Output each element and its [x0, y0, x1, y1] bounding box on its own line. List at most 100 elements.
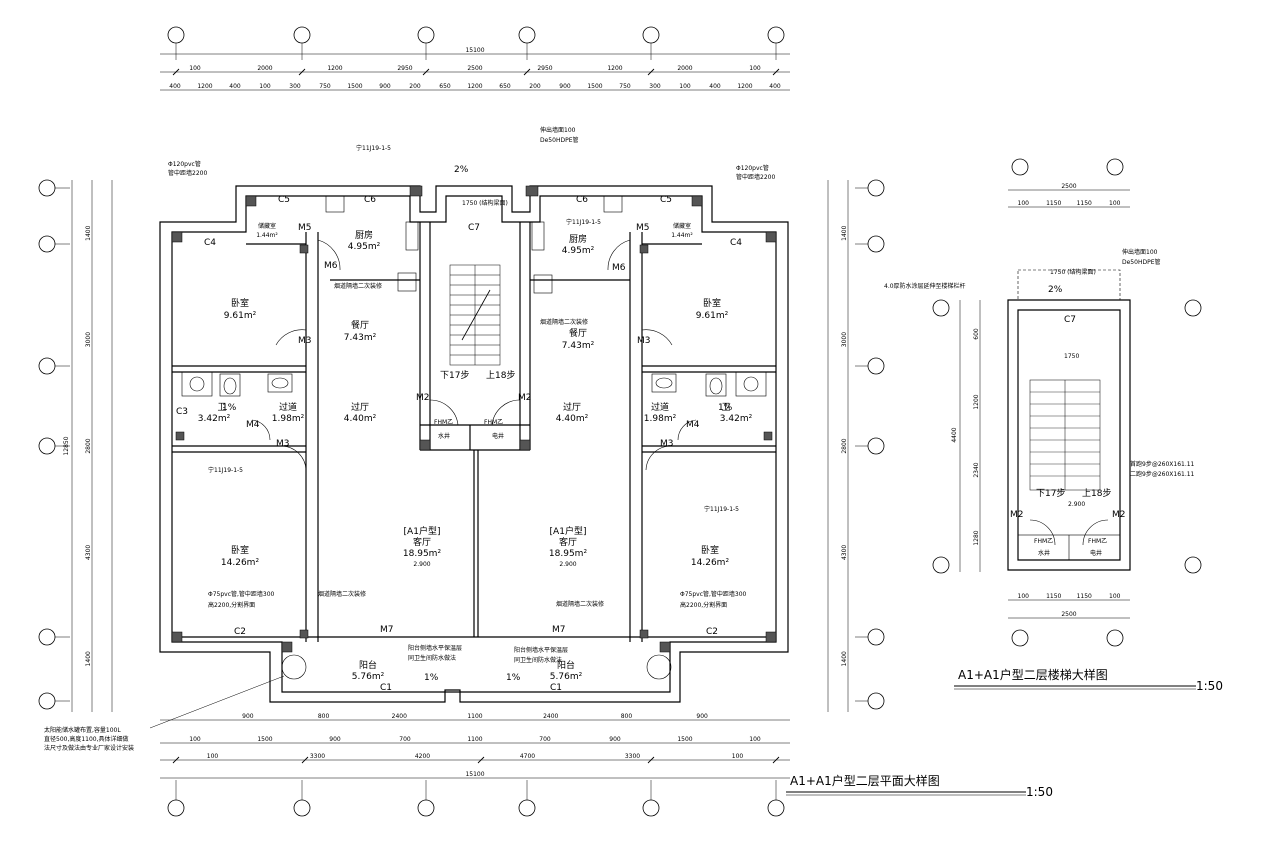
dimension-value: 1150	[1077, 593, 1092, 600]
door-tag: M5	[636, 223, 650, 233]
room-area: 9.61m²	[696, 311, 729, 321]
room-area: 9.61m²	[224, 311, 257, 321]
dimension-value: 200	[409, 83, 421, 90]
dimension-value: 400	[709, 83, 721, 90]
dimension-value: 1100	[467, 736, 482, 743]
dimension-value: 1500	[347, 83, 362, 90]
dimension-value: 1400	[85, 225, 92, 240]
dimension-value: 100	[189, 736, 201, 743]
window-tag: C1	[380, 683, 392, 693]
slope-mark: 1%	[506, 673, 521, 683]
room-area: 1.44m²	[671, 232, 693, 239]
balcony-note-2: 同卫生间防水做法	[514, 656, 562, 664]
dimension-value: 300	[289, 83, 301, 90]
beam-note: 1750 (结构梁面)	[462, 199, 508, 207]
dimension-value: 100	[1109, 593, 1121, 600]
right-fridge	[533, 274, 553, 294]
door-tag: M3	[660, 439, 674, 449]
door-tag: M6	[324, 261, 338, 271]
dimension-value: 4300	[841, 545, 848, 560]
window-tag: C2	[706, 627, 718, 637]
window-tag: C2	[234, 627, 246, 637]
dimension-text: 15100 15100 12850 2500 2500 4400	[63, 47, 1077, 778]
window-tag: C4	[204, 238, 216, 248]
fhm-tag: FHM乙	[434, 419, 453, 426]
level-mark: 2.900	[413, 561, 430, 568]
dimension-value: 1200	[467, 83, 482, 90]
room-label: 厨房	[569, 233, 587, 245]
dimension-value: 100	[259, 83, 271, 90]
door-tag: M3	[298, 336, 312, 346]
dimension-value: 1400	[841, 225, 848, 240]
left-wc	[219, 373, 241, 397]
dimension-value: 900	[329, 736, 341, 743]
left-fridge	[397, 272, 417, 292]
pipe-note-right-2: 管中距墙2200	[736, 173, 775, 181]
dimension-value: 800	[621, 713, 633, 720]
balcony-note: 阳台侧墙水平保温层	[408, 644, 462, 652]
stair-detail-drawing	[932, 158, 1202, 647]
duct-note: 烟道隔墙二次装修	[540, 318, 588, 326]
dimension-value: 700	[539, 736, 551, 743]
ref-note: 宁11J19-1-5	[208, 466, 243, 474]
dimension-value: 1400	[841, 651, 848, 666]
level-mark: 2.900	[559, 561, 576, 568]
stair-door: M2	[1112, 510, 1126, 520]
stair-step-2: 二跑9步@260X161.11	[1130, 470, 1195, 478]
left-solar-tank	[281, 654, 307, 680]
dimension-value: 1500	[257, 736, 272, 743]
room-area: 4.95m²	[562, 246, 595, 256]
dimension-value: 100	[1018, 200, 1030, 207]
stair-door: M2	[1010, 510, 1024, 520]
fhm-tag: FHM乙	[484, 419, 503, 426]
stair-beam: 1750 (结构梁面)	[1050, 268, 1096, 276]
room-label: 过厅	[351, 401, 369, 413]
room-labels: 卧室 9.61m² 卧室 9.61m² 餐厅 7.43m² 餐厅 7.43m² …	[198, 222, 753, 682]
axis-grid	[38, 26, 885, 817]
dimension-value: 600	[973, 328, 980, 340]
room-label: 卧室	[701, 544, 719, 556]
stair-note-2: De50HDPE管	[1122, 258, 1161, 266]
dimension-value: 1100	[467, 713, 482, 720]
dimension-value: 2800	[841, 438, 848, 453]
dimension-value: 4200	[415, 753, 430, 760]
window-tag: C6	[364, 195, 376, 205]
dimension-value: 2000	[677, 65, 692, 72]
door-window-labels: M3 M3 M4 M4 M3 M3 M5 M5 M6 M6 M7 M7 M2 M…	[176, 195, 742, 693]
window-tag: C7	[468, 223, 480, 233]
room-label: 过道	[279, 401, 297, 413]
room-label: 客厅	[413, 536, 431, 548]
door-swings	[251, 239, 697, 471]
dimension-value: 1200	[607, 65, 622, 72]
main-total-dim: 15100	[465, 47, 484, 54]
stair-note-1: 伸出墙面100	[1122, 248, 1158, 256]
dimension-value: 2500	[467, 65, 482, 72]
dimension-value: 100	[1109, 200, 1121, 207]
stair-shaft-water: 水井	[1038, 549, 1050, 557]
room-area: 1.44m²	[256, 232, 278, 239]
room-label: 卫	[217, 403, 226, 413]
room-area: 4.40m²	[556, 414, 589, 424]
room-label: 阳台	[359, 659, 377, 671]
ref-note: 宁11J19-1-5	[704, 505, 739, 513]
stair-up: 上18步	[1082, 488, 1111, 499]
solar-note-2: 直径500,高度1100,具体详细做	[44, 735, 129, 743]
stair-shaft-elec: 电井	[1090, 549, 1102, 557]
balcony-pipe-note: Φ75pvc管,管中距墙300	[208, 590, 275, 598]
duct-note: 烟道隔墙二次装修	[334, 282, 382, 290]
room-area: 1.98m²	[644, 414, 677, 424]
dimension-value: 1200	[197, 83, 212, 90]
unit-label: [A1户型]	[550, 525, 587, 537]
solar-note-1: 太阳能储水罐布置,容量100L	[44, 726, 121, 734]
room-area: 18.95m²	[549, 549, 588, 559]
room-area: 7.43m²	[562, 341, 595, 351]
shaft-elec-label: 电井	[492, 432, 504, 440]
room-label: 卧室	[231, 544, 249, 556]
dimension-value: 1150	[1077, 200, 1092, 207]
dimension-value: 2400	[543, 713, 558, 720]
balcony-note: 阳台侧墙水平保温层	[514, 646, 568, 654]
drawing-titles: A1+A1户型二层平面大样图 1:50 A1+A1户型二层楼梯大样图 1:50	[786, 667, 1223, 799]
stair-top-total: 2500	[1061, 183, 1076, 190]
dimension-value: 3300	[310, 753, 325, 760]
stair-up-label: 上18步	[486, 370, 515, 381]
